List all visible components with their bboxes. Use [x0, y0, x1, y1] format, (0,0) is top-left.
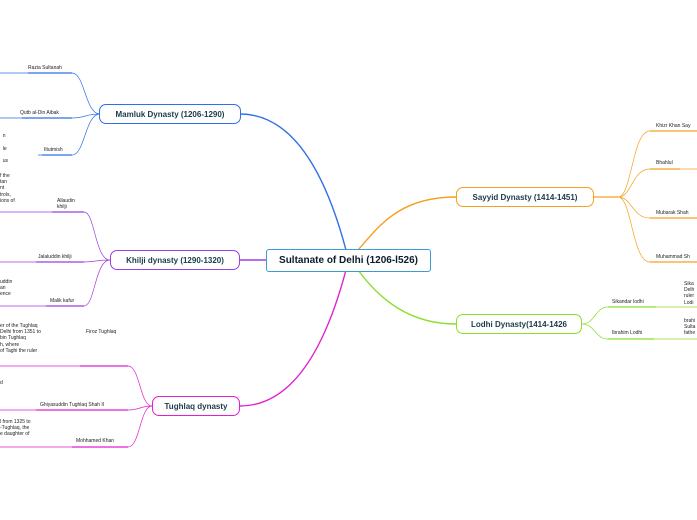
note-ghiyasuddin: d [0, 380, 3, 386]
subtopic-ghiyasuddin-tughlaq-shah-ii[interactable]: Ghiyasuddin Tughlaq Shah II [40, 402, 105, 408]
central-topic[interactable]: Sultanate of Delhi (1206-l526) [266, 249, 431, 272]
note-iltutmish-line3: us [2, 158, 9, 165]
note-iltutmish-line2: le [2, 145, 7, 152]
topic-mamluk[interactable]: Mamluk Dynasty (1206-1290) [99, 104, 241, 124]
topic-khilji[interactable]: Khilji dynasty (1290-1320) [110, 250, 240, 270]
subtopic-ibrahim-lodhi[interactable]: Ibrahim Lodhi [612, 330, 643, 336]
connector-tughlaq [239, 269, 347, 407]
subtopic-qutb-al-din-aibak[interactable]: Qutb al-Din Aibak [20, 110, 59, 116]
note-mohhamed-khan: l from 1325 to -Tughlaq, the e daughter … [0, 419, 31, 438]
note-iltutmish: n le us [0, 127, 8, 164]
note-iltutmish-line1: n [2, 133, 6, 140]
connector-lodhi [357, 269, 457, 325]
subtopic-mubarak-shah[interactable]: Mubarak Shah [656, 210, 689, 216]
subtopic-firoz-tughlaq[interactable]: Firoz Tughlaq [86, 329, 117, 335]
note-ibrahim-lodhi: brahi Sulta fathe [684, 318, 696, 337]
connector-sayyid [357, 196, 457, 251]
subtopic-khizr-khan-sayyid[interactable]: Khizr Khan Say [656, 123, 691, 129]
subtopic-muhammad-shah[interactable]: Muhammad Sh [656, 254, 690, 260]
subtopic-mohhamed-khan[interactable]: Mohhamed Khan [76, 438, 115, 444]
subtopic-razia-sultanah[interactable]: Razia Sultanah [28, 65, 62, 71]
topic-tughlaq[interactable]: Tughlaq dynasty [152, 396, 240, 416]
note-firoz-tughlaq: er of the Tughlaq Delhi from 1351 to bin… [0, 323, 41, 354]
subtopic-allaudin-khilji[interactable]: Allaudin khilji [57, 198, 75, 211]
topic-sayyid[interactable]: Sayyid Dynasty (1414-1451) [456, 187, 594, 207]
subtopic-jalaluddin-khilji[interactable]: Jalaluddin khilji [38, 254, 72, 260]
subtopic-bhahlul[interactable]: Bhahlul [656, 160, 673, 166]
topic-lodhi[interactable]: Lodhi Dynasty(1414-1426 [456, 314, 582, 334]
subtopic-sikandar-lodhi[interactable]: Sikandar lodhi [612, 299, 644, 305]
note-malik-kafur: uddin an ence [0, 279, 13, 298]
subtopic-malik-kafur[interactable]: Malik kafur [50, 298, 75, 304]
connector-mamluk [239, 113, 347, 251]
subtopic-iltutmish[interactable]: Iltutmish [44, 147, 63, 153]
note-sikandar-lodhi: Sika Delh ruler Lodi [684, 281, 695, 306]
note-allaudin-khilji: f the tan nt trols, ions of [0, 173, 15, 204]
